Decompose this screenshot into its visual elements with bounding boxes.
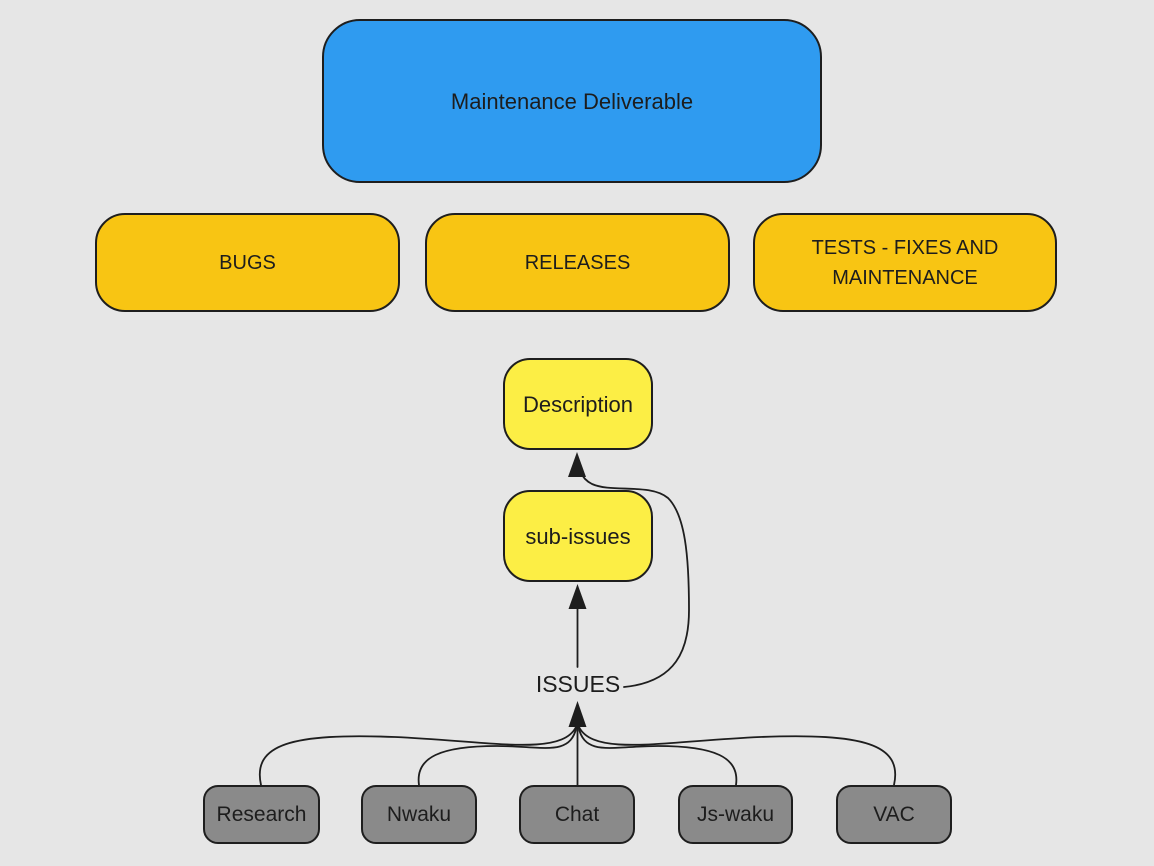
node-maintenance-deliverable-label: Maintenance Deliverable <box>450 88 694 114</box>
node-tests-fixes-maintenance-label: TESTS - FIXES AND MAINTENANCE <box>811 236 999 289</box>
node-sub-issues[interactable]: sub-issues <box>503 490 653 582</box>
edge-nwaku-issues <box>417 726 578 786</box>
node-js-waku-label: Js-waku <box>696 802 775 826</box>
node-tests-fixes-maintenance[interactable]: TESTS - FIXES AND MAINTENANCE <box>753 213 1057 312</box>
node-nwaku-label: Nwaku <box>386 802 452 826</box>
edge-jswaku-issues <box>577 726 738 786</box>
node-releases-label: RELEASES <box>524 251 631 274</box>
node-description-label: Description <box>522 391 634 417</box>
node-vac[interactable]: VAC <box>836 785 952 844</box>
arrowhead-into-description <box>568 452 586 477</box>
node-releases[interactable]: RELEASES <box>425 213 730 312</box>
node-chat-label: Chat <box>554 802 600 826</box>
node-maintenance-deliverable[interactable]: Maintenance Deliverable <box>322 19 822 183</box>
node-bugs[interactable]: BUGS <box>95 213 400 312</box>
node-research[interactable]: Research <box>203 785 320 844</box>
node-research-label: Research <box>216 802 307 826</box>
node-nwaku[interactable]: Nwaku <box>361 785 477 844</box>
node-description[interactable]: Description <box>503 358 653 450</box>
edge-vac-issues <box>578 726 897 786</box>
arrowhead-into-issues <box>568 701 587 727</box>
node-issues-text[interactable]: ISSUES <box>535 671 621 697</box>
arrowhead-into-subissues <box>568 584 587 609</box>
node-sub-issues-label: sub-issues <box>525 523 631 549</box>
node-chat[interactable]: Chat <box>519 785 635 844</box>
edge-research-issues <box>258 726 577 786</box>
node-js-waku[interactable]: Js-waku <box>678 785 793 844</box>
node-bugs-label: BUGS <box>219 251 276 274</box>
node-vac-label: VAC <box>873 802 915 826</box>
